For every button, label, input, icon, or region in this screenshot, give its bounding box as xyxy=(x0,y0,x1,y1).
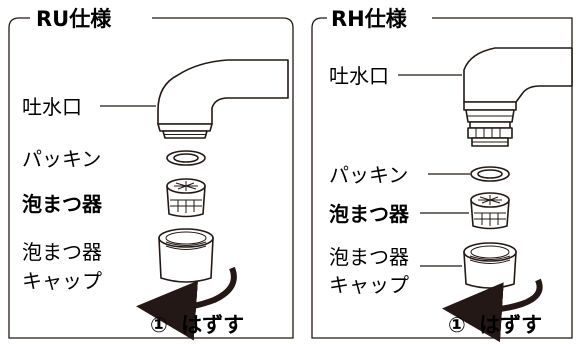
step-label: ① はずす xyxy=(150,313,244,337)
cap-label-line1: 泡まつ器 xyxy=(329,245,409,269)
packing-ring xyxy=(470,166,510,182)
aerator-label: 泡まつ器 xyxy=(329,202,410,226)
step-text: はずす xyxy=(181,313,244,337)
panel-rh-frame xyxy=(311,17,573,339)
aerator-part xyxy=(166,178,206,218)
rotate-arrow-icon xyxy=(136,266,237,341)
aerator-label: 泡まつ器 xyxy=(22,192,103,216)
spout-illustration xyxy=(157,59,289,139)
step-text: はずす xyxy=(479,313,542,337)
panel-rh-title: RH仕様 xyxy=(331,7,408,31)
step-number: ① xyxy=(448,313,466,337)
cap-label-line2: キャップ xyxy=(329,273,409,297)
aerator-part xyxy=(470,192,510,230)
packing-label: パッキン xyxy=(329,163,408,187)
cap-label-line1: 泡まつ器 xyxy=(22,240,102,264)
cap-label-line2: キャップ xyxy=(22,269,102,293)
spout-label: 吐水口 xyxy=(22,95,82,119)
panel-ru: RU仕様 吐水口 パッキン 泡まつ器 xyxy=(8,7,294,341)
spout-label: 吐水口 xyxy=(329,64,389,88)
packing-label: パッキン xyxy=(22,147,101,171)
aerator-cap-part xyxy=(463,242,517,289)
aerator-cap-part xyxy=(158,228,214,283)
panel-ru-title: RU仕様 xyxy=(36,7,112,31)
step-label: ① はずす xyxy=(448,313,542,337)
panel-rh: RH仕様 吐水口 パッキン xyxy=(311,7,573,343)
rotate-arrow-icon xyxy=(442,278,543,343)
packing-ring xyxy=(166,150,206,166)
step-number: ① xyxy=(150,313,168,337)
spout-illustration xyxy=(463,47,573,147)
